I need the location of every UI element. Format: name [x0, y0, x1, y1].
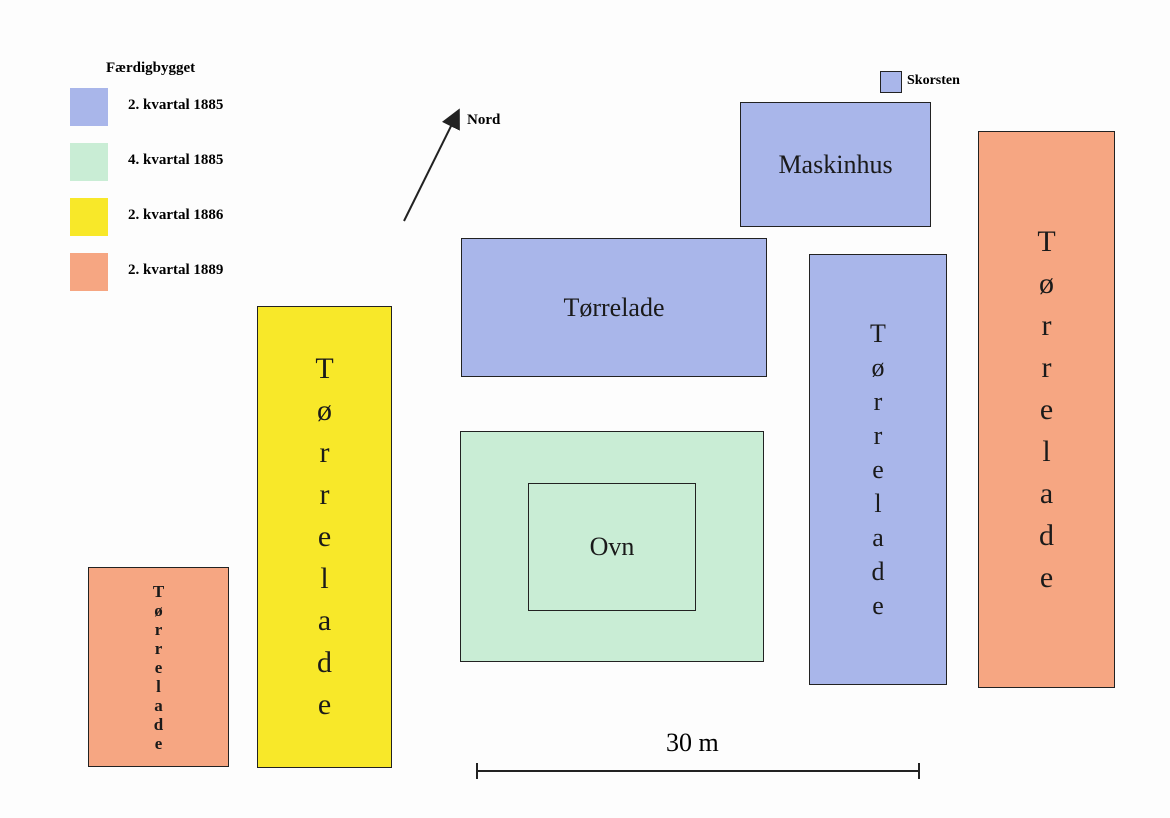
label-letter: e	[317, 688, 332, 721]
chimney	[880, 71, 902, 93]
label-letter: ø	[154, 600, 163, 620]
label-letter: r	[873, 386, 883, 416]
label-letter: r	[154, 619, 163, 639]
label-letter: r	[319, 436, 330, 469]
legend-swatch-orange	[70, 253, 108, 291]
label-letter: e	[154, 733, 163, 753]
legend-label: 4. kvartal 1885	[128, 152, 224, 168]
label-letter: e	[872, 454, 884, 484]
label-letter: e	[1039, 392, 1054, 426]
label-letter: r	[1041, 350, 1052, 384]
legend-label: 2. kvartal 1889	[128, 262, 224, 278]
label-letter: r	[154, 638, 163, 658]
label-letter: l	[1042, 434, 1051, 468]
legend-title: Færdigbygget	[106, 60, 196, 76]
scale-label: 30 m	[666, 728, 719, 757]
label-letter: a	[872, 522, 884, 552]
building-maskinhus: Maskinhus	[740, 102, 931, 227]
scale-bar	[476, 763, 920, 779]
label-letter: e	[154, 657, 163, 677]
label-letter: l	[156, 676, 161, 696]
building-label: Tørrelade	[563, 292, 665, 322]
label-letter: d	[153, 714, 164, 734]
building-ovn: Ovn	[528, 483, 696, 611]
legend-swatch-green	[70, 143, 108, 181]
chimney-label: Skorsten	[907, 73, 960, 88]
label-letter: T	[152, 581, 165, 601]
building-ovn-enclosure: Ovn	[460, 431, 764, 662]
label-letter: a	[154, 695, 163, 715]
label-letter: l	[320, 562, 329, 595]
label-letter: e	[1039, 560, 1054, 594]
label-letter: a	[317, 604, 332, 637]
label-letter: d	[1038, 518, 1054, 552]
label-letter: d	[871, 556, 885, 586]
label-letter: a	[1039, 476, 1054, 510]
building-label: Maskinhus	[778, 149, 893, 179]
label-letter: r	[873, 420, 883, 450]
legend-swatch-yellow	[70, 198, 108, 236]
legend-label: 2. kvartal 1885	[128, 97, 224, 113]
legend-swatch-blue	[70, 88, 108, 126]
label-letter: e	[872, 590, 884, 620]
label-letter: T	[1037, 224, 1056, 258]
building-torrelade-blue-horizontal: Tørrelade	[461, 238, 767, 377]
label-letter: l	[874, 488, 882, 518]
label-letter: ø	[316, 394, 332, 427]
label-letter: r	[319, 478, 330, 511]
label-letter: ø	[871, 352, 885, 382]
building-label: Ovn	[589, 532, 635, 561]
label-letter: e	[317, 520, 332, 553]
label-letter: ø	[1038, 266, 1054, 300]
north-arrow	[403, 108, 460, 222]
north-label: Nord	[467, 112, 501, 128]
label-letter: T	[870, 318, 886, 348]
label-letter: r	[1041, 308, 1052, 342]
legend-label: 2. kvartal 1886	[128, 207, 224, 223]
label-letter: T	[315, 352, 334, 385]
label-letter: d	[316, 646, 332, 679]
